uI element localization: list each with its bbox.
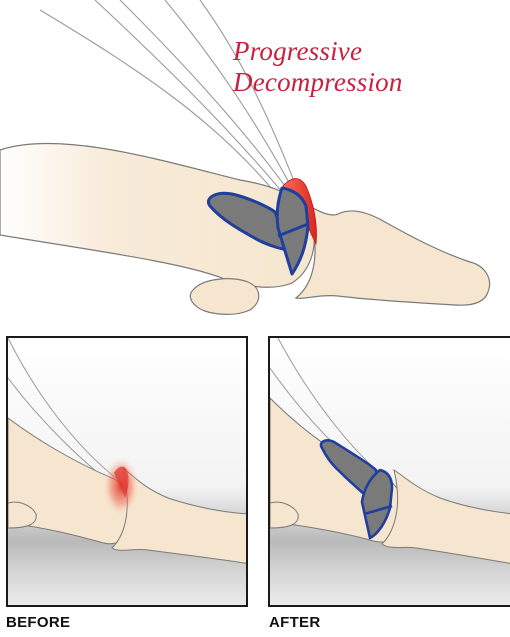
title-line-2: Decompression bbox=[233, 67, 403, 98]
before-panel bbox=[6, 336, 248, 607]
after-caption: AFTER bbox=[269, 614, 321, 631]
after-illustration bbox=[270, 338, 510, 607]
sesamoid-bone bbox=[190, 279, 258, 315]
before-illustration bbox=[8, 338, 248, 607]
after-panel bbox=[268, 336, 510, 607]
diagram-title: Progressive Decompression bbox=[233, 36, 403, 98]
proximal-phalanx bbox=[296, 200, 490, 305]
title-line-1: Progressive bbox=[233, 36, 403, 67]
before-caption: BEFORE bbox=[6, 614, 70, 631]
